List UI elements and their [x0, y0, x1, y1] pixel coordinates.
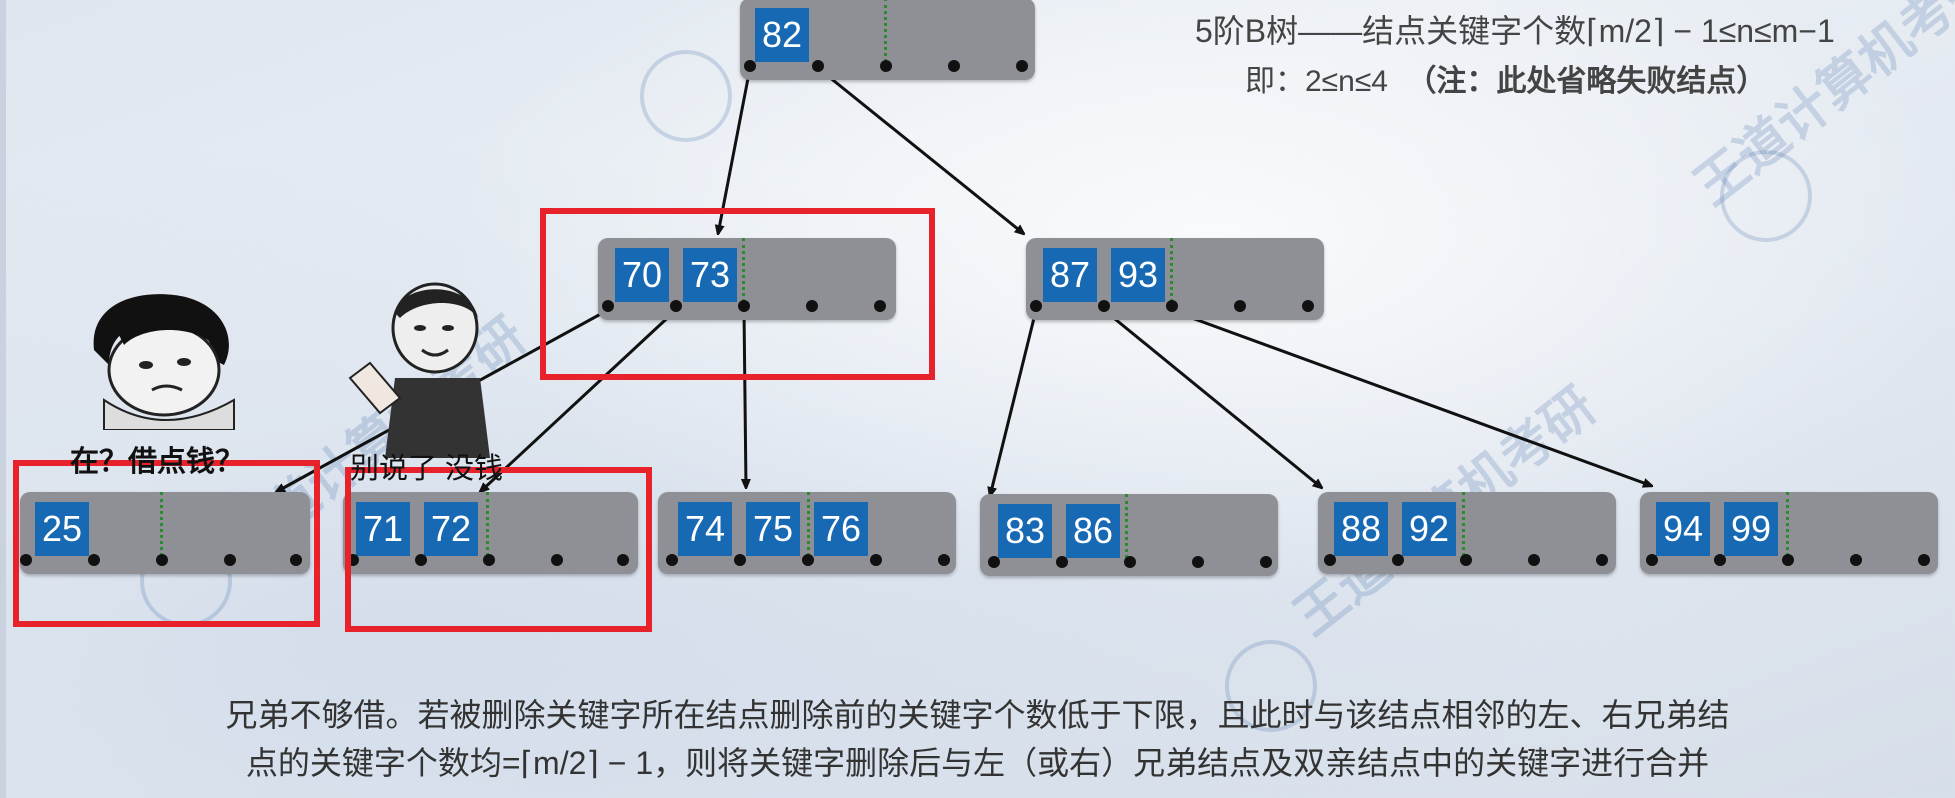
pointer-dot: [948, 60, 960, 72]
pointer-dot: [551, 554, 563, 566]
key-box: 72: [424, 502, 478, 556]
pointer-dot: [1302, 300, 1314, 312]
key-box: 25: [35, 502, 89, 556]
key-box: 88: [1334, 502, 1388, 556]
pointer-dot: [1030, 300, 1042, 312]
root-node: 82: [740, 0, 1035, 80]
highlight-leaf-25: [13, 460, 320, 627]
pointer-dot: [617, 554, 629, 566]
key-box: 74: [678, 502, 732, 556]
pointer-dot: [415, 554, 427, 566]
key-box: 70: [615, 248, 669, 302]
leaf-node-25: 25: [20, 492, 310, 574]
leaf-node-94-99: 94 99: [1640, 492, 1938, 574]
diagram-subtitle: 即：2≤n≤4 （注：此处省略失败结点）: [1245, 56, 1766, 100]
note-text: （注：此处省略失败结点）: [1406, 65, 1767, 98]
key-box: 83: [998, 504, 1052, 558]
pointer-dot: [1324, 554, 1336, 566]
key-box: 82: [755, 8, 809, 62]
description-line-1: 兄弟不够借。若被删除关键字所在结点删除前的关键字个数低于下限，且此时与该结点相邻…: [225, 697, 1730, 733]
pointer-dot: [880, 60, 892, 72]
pointer-dot: [1260, 556, 1272, 568]
pointer-dot: [744, 60, 756, 72]
pointer-dot: [224, 554, 236, 566]
pointer-dot: [1596, 554, 1608, 566]
key-end-divider: [807, 492, 810, 556]
pointer-dot: [1850, 554, 1862, 566]
pointer-dot: [1460, 554, 1472, 566]
pointer-dot: [1192, 556, 1204, 568]
key-box: 93: [1111, 248, 1165, 302]
pointer-dot: [1056, 556, 1068, 568]
key-box: 99: [1724, 502, 1778, 556]
description-line-2: 点的关键字个数均=⌈m/2⌉ − 1，则将关键字删除后与左（或右）兄弟结点及双亲…: [245, 745, 1710, 781]
pointer-dot: [1234, 300, 1246, 312]
pointer-dot: [812, 60, 824, 72]
pointer-dot: [1646, 554, 1658, 566]
highlight-parent-node: [540, 208, 935, 380]
pointer-dot: [1392, 554, 1404, 566]
pointer-dot: [802, 554, 814, 566]
pointer-dot: [20, 554, 32, 566]
pointer-dot: [938, 554, 950, 566]
pointer-dot: [602, 300, 614, 312]
pointer-dot: [1098, 300, 1110, 312]
key-end-divider: [1170, 238, 1173, 302]
leaf-node-83-86: 83 86: [980, 494, 1278, 576]
key-box: 75: [746, 502, 800, 556]
meme-caption-right: 别说了 没钱: [350, 453, 504, 485]
pointer-dot: [666, 554, 678, 566]
pointer-dot: [1016, 60, 1028, 72]
pointer-dot: [738, 300, 750, 312]
pointer-dot: [1528, 554, 1540, 566]
key-end-divider: [1786, 492, 1789, 556]
pointer-dot: [483, 554, 495, 566]
key-end-divider: [742, 238, 745, 302]
pointer-dot: [734, 554, 746, 566]
highlight-leaf-71-72: [345, 467, 652, 632]
key-box: 86: [1066, 504, 1120, 558]
key-box: 87: [1043, 248, 1097, 302]
meme-face-right-icon: [348, 282, 490, 458]
key-end-divider: [160, 492, 163, 556]
slide-left-edge: [0, 0, 6, 798]
key-box: 76: [814, 502, 868, 556]
key-end-divider: [486, 492, 489, 556]
pointer-dot: [670, 300, 682, 312]
pointer-dot: [1782, 554, 1794, 566]
pointer-dot: [988, 556, 1000, 568]
key-end-divider: [1125, 494, 1128, 558]
pointer-dot: [1918, 554, 1930, 566]
key-box: 92: [1402, 502, 1456, 556]
leaf-node-71-72: 71 72: [343, 492, 638, 574]
watermark-logo-icon: [1225, 640, 1317, 732]
watermark-logo-icon: [640, 50, 732, 142]
key-box: 73: [683, 248, 737, 302]
pointer-dot: [1166, 300, 1178, 312]
constraint-text: 即：2≤n≤4: [1245, 65, 1388, 98]
pointer-dot: [156, 554, 168, 566]
leaf-node-88-92: 88 92: [1318, 492, 1616, 574]
diagram-title: 5阶B树——结点关键字个数⌈m/2⌉ − 1≤n≤m−1: [1195, 13, 1835, 49]
internal-node-87-93: 87 93: [1026, 238, 1324, 320]
meme-caption-left: 在？借点钱？: [70, 446, 245, 478]
pointer-dot: [874, 300, 886, 312]
key-end-divider: [884, 0, 887, 62]
leaf-node-74-75-76: 74 75 76: [658, 492, 956, 574]
pointer-dot: [290, 554, 302, 566]
pointer-dot: [1714, 554, 1726, 566]
pointer-dot: [806, 300, 818, 312]
key-box: 94: [1656, 502, 1710, 556]
pointer-dot: [1124, 556, 1136, 568]
key-end-divider: [1462, 492, 1465, 556]
watermark-logo-icon: [1720, 150, 1812, 242]
pointer-dot: [88, 554, 100, 566]
meme-face-left-icon: [93, 294, 235, 430]
pointer-dot: [870, 554, 882, 566]
key-box: 71: [356, 502, 410, 556]
internal-node-70-73: 70 73: [598, 238, 896, 320]
